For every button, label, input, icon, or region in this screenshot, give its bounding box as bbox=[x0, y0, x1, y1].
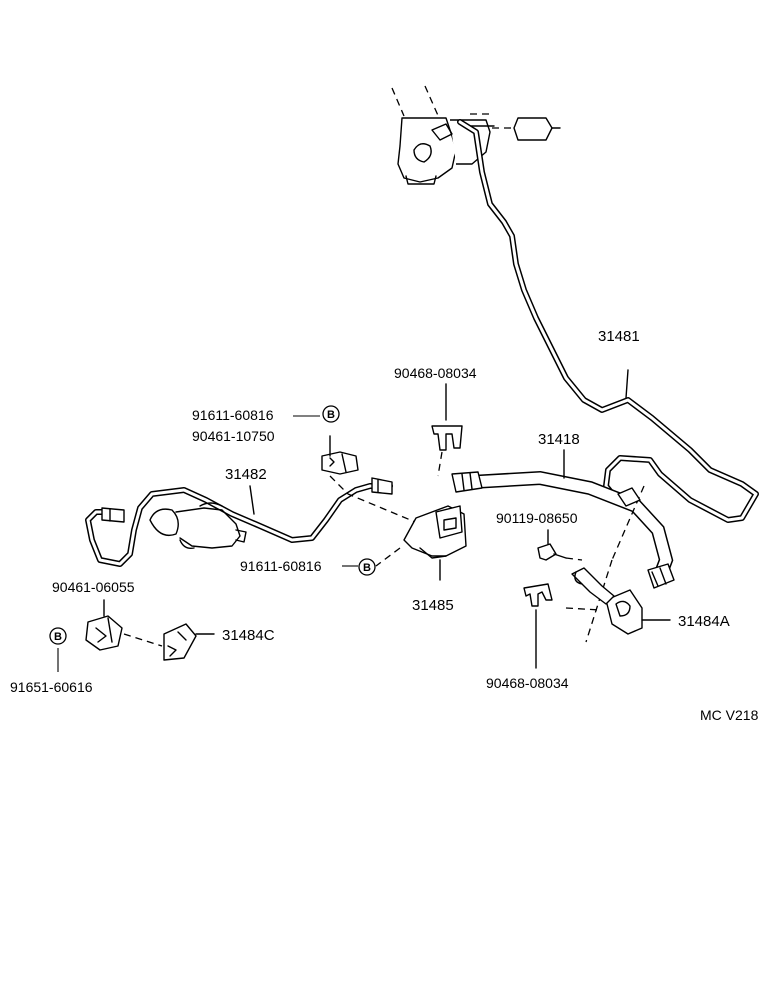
clip-90468-bottom bbox=[523, 583, 553, 669]
svg-text:B: B bbox=[363, 562, 371, 574]
bracket-31485 bbox=[375, 505, 467, 581]
bolt-marker-top: B bbox=[322, 405, 340, 423]
label-91611-60816-mid: 91611-60816 bbox=[240, 558, 322, 574]
label-90461-06055: 90461-06055 bbox=[52, 579, 135, 595]
svg-text:B: B bbox=[327, 409, 335, 421]
master-cylinder bbox=[391, 85, 561, 185]
label-31485: 31485 bbox=[412, 597, 454, 614]
label-91611-60816-top: 91611-60816 bbox=[192, 407, 274, 423]
bolt-marker-left: B bbox=[49, 627, 67, 645]
bolt-marker-mid: B bbox=[358, 558, 376, 576]
svg-text:B: B bbox=[54, 631, 62, 643]
label-31482: 31482 bbox=[225, 466, 267, 483]
brake-hose-31418 bbox=[451, 449, 675, 589]
brake-tube-31482 bbox=[85, 477, 393, 567]
label-31484C: 31484C bbox=[222, 627, 275, 644]
label-31481: 31481 bbox=[598, 328, 640, 345]
clutch-release-cylinder bbox=[149, 502, 247, 550]
diagram-code: MC V218 bbox=[700, 707, 759, 723]
label-91651-60616: 91651-60616 bbox=[10, 679, 93, 695]
label-90119-08650: 90119-08650 bbox=[496, 510, 578, 526]
bolt-90119-08650 bbox=[537, 529, 583, 561]
label-90468-08034-top: 90468-08034 bbox=[394, 365, 477, 381]
label-31484A: 31484A bbox=[678, 613, 730, 630]
label-31418: 31418 bbox=[538, 431, 580, 448]
leader-lines bbox=[57, 415, 358, 672]
label-90468-08034-bottom: 90468-08034 bbox=[486, 675, 569, 691]
bracket-31484C bbox=[163, 623, 215, 661]
clamp-90461-06055 bbox=[85, 599, 163, 651]
brake-tube-31481 bbox=[457, 119, 759, 523]
bracket-31484A bbox=[565, 485, 671, 643]
clamp-90461-10750 bbox=[321, 435, 421, 525]
clip-90468-top bbox=[431, 383, 463, 477]
label-90461-10750: 90461-10750 bbox=[192, 428, 275, 444]
